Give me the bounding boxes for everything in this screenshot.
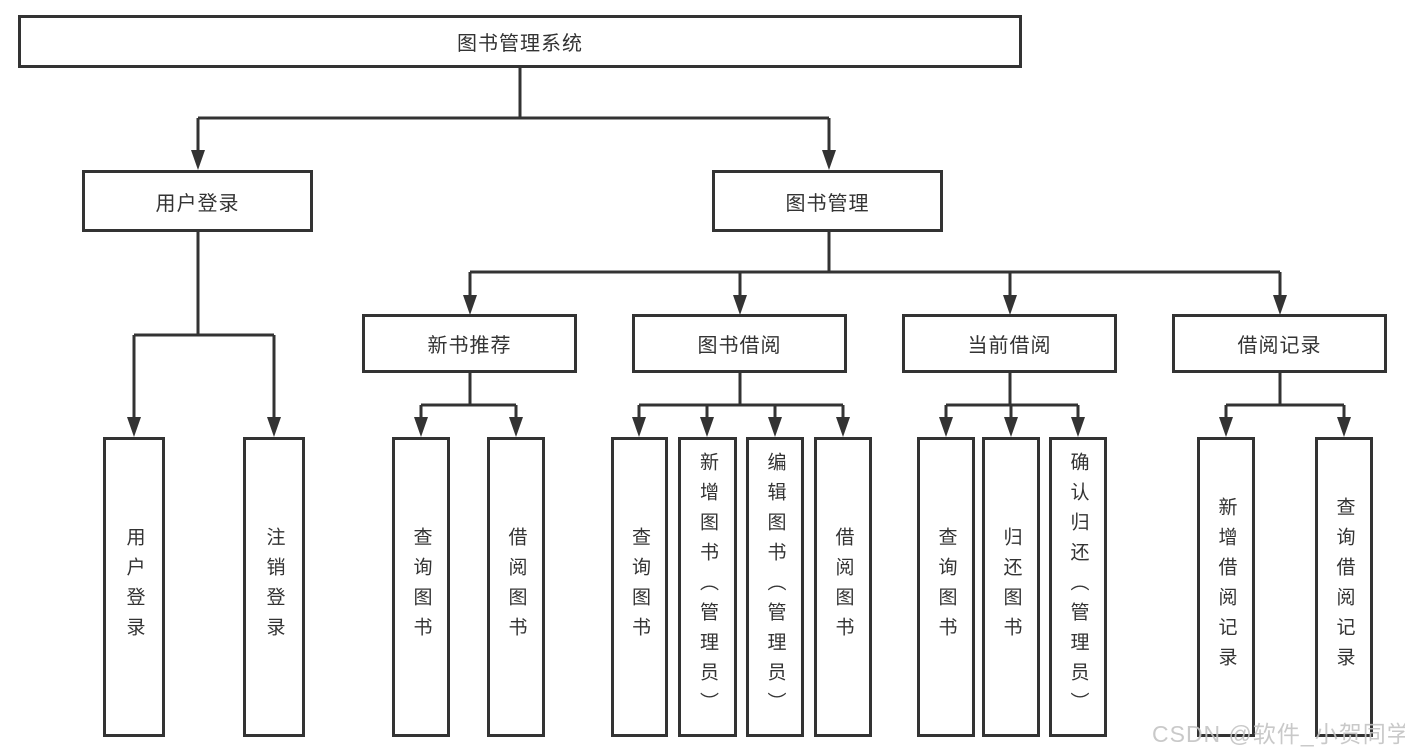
node-label: 图书借阅 — [697, 335, 782, 357]
leaf-current-query-book: 查询图书 — [917, 437, 975, 737]
leaf-logout: 注销登录 — [243, 437, 305, 737]
leaf-records-add-record: 新增借阅记录 — [1197, 437, 1255, 737]
leaf-current-return-book: 归还图书 — [982, 437, 1040, 737]
leaf-label: 归还图书 — [1000, 527, 1022, 647]
leaf-user-login: 用户登录 — [103, 437, 165, 737]
node-label: 当前借阅 — [967, 335, 1052, 357]
leaf-label: 查询借阅记录 — [1333, 497, 1355, 677]
leaf-current-confirm-return-admin: 确认归还（管理员） — [1049, 437, 1107, 737]
node-label: 新书推荐 — [427, 335, 512, 357]
leaf-label: 借阅图书 — [505, 527, 527, 647]
node-borrow-records: 借阅记录 — [1172, 314, 1387, 373]
leaf-recommend-borrow-book: 借阅图书 — [487, 437, 545, 737]
node-label: 用户登录 — [155, 192, 240, 215]
node-new-book-recommend: 新书推荐 — [362, 314, 577, 373]
node-label: 图书管理系统 — [457, 33, 583, 55]
leaf-label: 查询图书 — [410, 527, 432, 647]
node-book-borrow: 图书借阅 — [632, 314, 847, 373]
node-book-management: 图书管理 — [712, 170, 943, 232]
csdn-watermark: CSDN @软件_小贺同学 — [1152, 721, 1405, 747]
node-label: 图书管理 — [785, 192, 870, 215]
leaf-recommend-query-book: 查询图书 — [392, 437, 450, 737]
leaf-borrow-query-book: 查询图书 — [611, 437, 668, 737]
leaf-borrow-edit-book-admin: 编辑图书（管理员） — [746, 437, 804, 737]
leaf-label: 查询图书 — [935, 527, 957, 647]
node-user-login: 用户登录 — [82, 170, 313, 232]
leaf-label: 编辑图书（管理员） — [764, 452, 786, 722]
leaf-borrow-borrow-book: 借阅图书 — [814, 437, 872, 737]
leaf-label: 借阅图书 — [832, 527, 854, 647]
node-label: 借阅记录 — [1237, 335, 1322, 357]
leaf-borrow-add-book-admin: 新增图书（管理员） — [678, 437, 737, 737]
leaf-label: 注销登录 — [263, 527, 285, 647]
leaf-records-query-record: 查询借阅记录 — [1315, 437, 1373, 737]
leaf-label: 新增图书（管理员） — [697, 452, 718, 722]
node-library-management-system: 图书管理系统 — [18, 15, 1022, 68]
leaf-label: 查询图书 — [629, 527, 650, 647]
leaf-label: 新增借阅记录 — [1215, 497, 1237, 677]
node-current-borrow: 当前借阅 — [902, 314, 1117, 373]
leaf-label: 用户登录 — [123, 527, 145, 647]
leaf-label: 确认归还（管理员） — [1067, 452, 1089, 722]
